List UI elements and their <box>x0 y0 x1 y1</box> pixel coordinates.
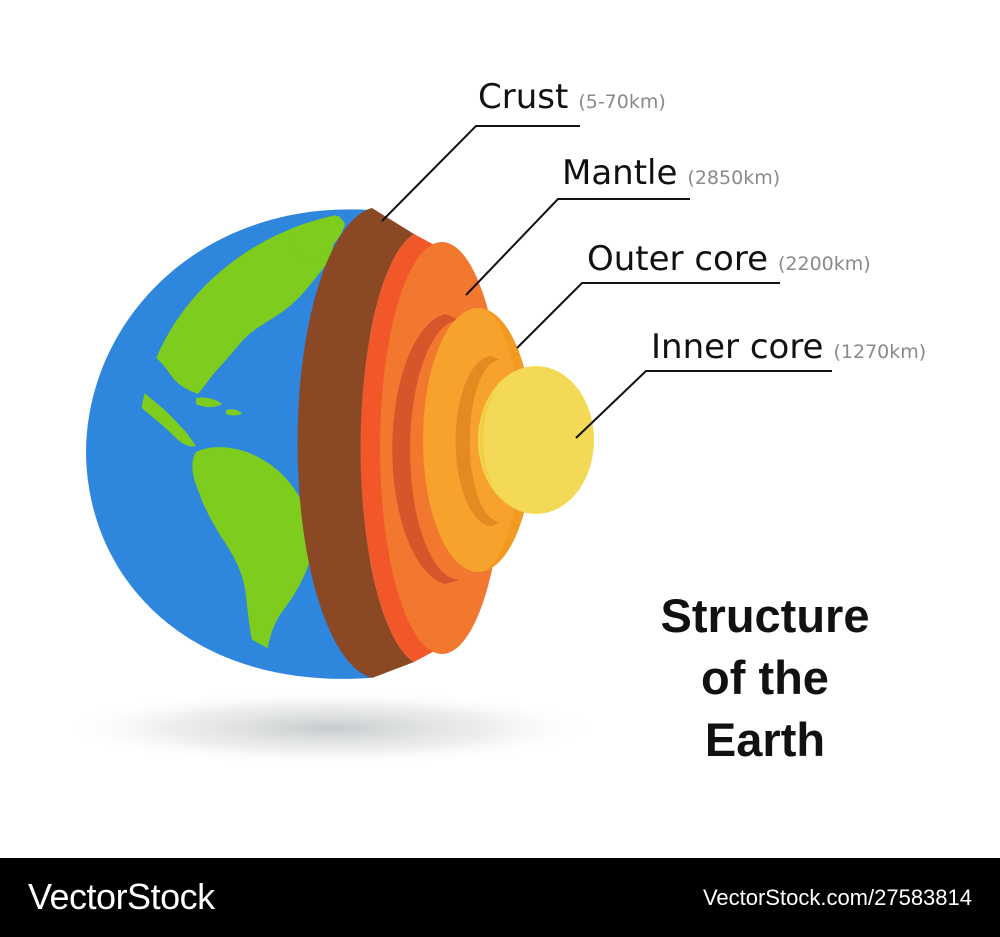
mantle-label: Mantle (2850km) <box>562 153 780 193</box>
leader-lines <box>381 125 832 439</box>
upper-mantle-layer <box>360 234 440 662</box>
earth-globe <box>86 209 370 679</box>
mantle-leader-line <box>465 198 690 296</box>
earth-structure-diagram: Crust (5-70km) Mantle (2850km) Outer core (… <box>60 77 926 766</box>
crust-label: Crust (5-70km) <box>478 77 666 117</box>
caribbean-islands <box>196 397 242 416</box>
outer-core-leader-line <box>516 282 780 349</box>
title-line-3: Earth <box>704 713 826 766</box>
inner-core-name: Inner core <box>651 327 823 367</box>
source-url: VectorStock.com/27583814 <box>702 885 972 910</box>
crust-leader-line <box>381 125 580 222</box>
outer-core-thickness: (2200km) <box>778 253 871 275</box>
crust-thickness: (5-70km) <box>578 91 665 113</box>
title-line-1: Structure <box>660 589 870 642</box>
mantle-thickness: (2850km) <box>687 167 780 189</box>
south-america-landmass <box>192 447 313 660</box>
greenland-landmass <box>291 212 345 262</box>
crust-layer <box>297 208 414 678</box>
inner-core-label: Inner core (1270km) <box>651 327 926 367</box>
central-america-landmass <box>138 384 196 447</box>
title-line-2: of the <box>701 651 829 704</box>
outer-core-label: Outer core (2200km) <box>587 239 871 279</box>
inner-core-leader-line <box>575 370 832 439</box>
inner-core-layer <box>478 366 594 514</box>
mantle-inner-shade <box>392 314 460 584</box>
brand-logo: VectorStock <box>28 876 215 917</box>
ground-shadow <box>60 690 600 766</box>
outer-core-name: Outer core <box>587 239 768 279</box>
mantle-name: Mantle <box>562 153 677 193</box>
watermark-footer: VectorStock VectorStock.com/27583814 <box>0 858 1000 937</box>
crust-name: Crust <box>478 77 568 117</box>
outer-core-inner-shade <box>455 356 500 526</box>
diagram-title: Structure of the Earth <box>600 585 930 771</box>
inner-core-thickness: (1270km) <box>833 341 926 363</box>
